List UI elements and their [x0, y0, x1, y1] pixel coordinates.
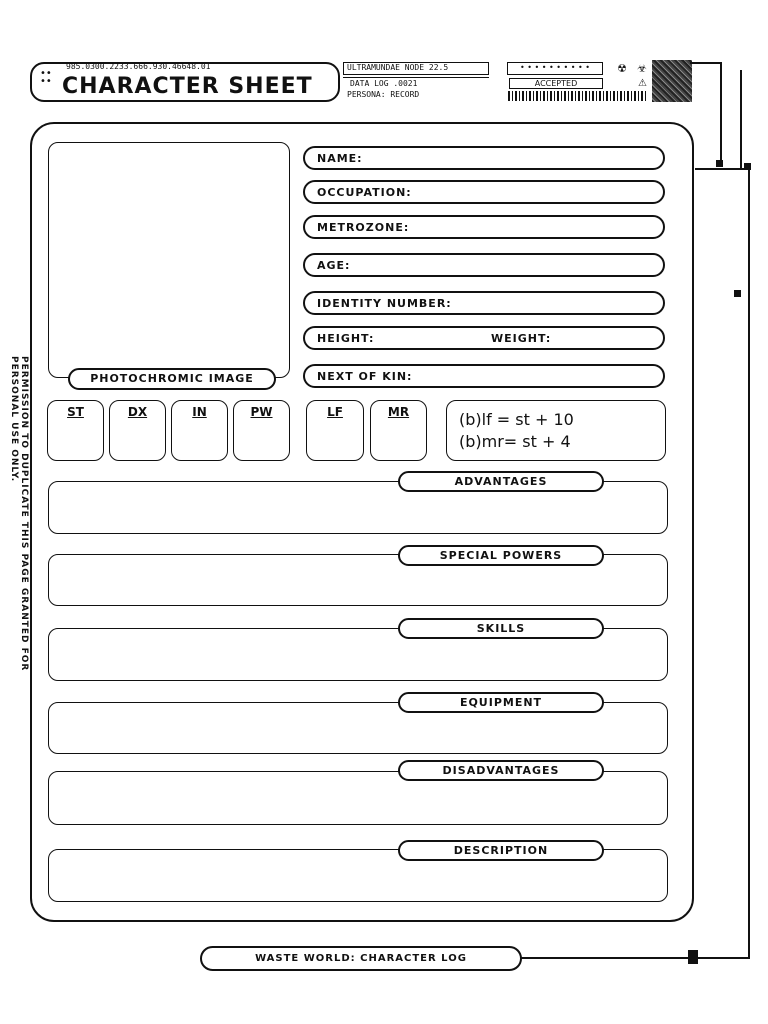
stat-label: IN [192, 405, 207, 419]
equipment-tab: EQUIPMENT [398, 692, 604, 713]
metrozone-label: METROZONE: [317, 221, 410, 234]
formula-box: (b)lf = st + 10 (b)mr= st + 4 [446, 400, 666, 461]
status-badge: ACCEPTED [509, 78, 603, 89]
height-label: HEIGHT: [317, 332, 375, 345]
special-powers-section[interactable] [48, 554, 668, 606]
header-node: ULTRAMUNDAE NODE 22.5 [347, 63, 449, 72]
stat-box-dx[interactable]: DX [109, 400, 166, 461]
stat-label: PW [250, 405, 273, 419]
header-code: 985.0300.2233.666.930.46648.01 [66, 62, 211, 71]
status-label: ACCEPTED [534, 79, 578, 88]
circuit-node [716, 160, 723, 167]
header-node-box [343, 62, 489, 75]
section-title: DESCRIPTION [453, 844, 549, 857]
stat-box-mr[interactable]: MR [370, 400, 427, 461]
header-title: CHARACTER SHEET [62, 74, 313, 99]
advantages-section[interactable] [48, 481, 668, 534]
section-title: DISADVANTAGES [442, 764, 560, 777]
disadvantages-tab: DISADVANTAGES [398, 760, 604, 781]
kin-label: NEXT OF KIN: [317, 370, 413, 383]
noise-image [652, 60, 692, 102]
skills-section[interactable] [48, 628, 668, 681]
section-title: SPECIAL POWERS [439, 549, 563, 562]
warning-icon: ⚠ [638, 78, 647, 89]
age-field[interactable]: AGE: [303, 253, 665, 277]
stat-box-st[interactable]: ST [47, 400, 104, 461]
circuit-line [748, 168, 750, 958]
disadvantages-section[interactable] [48, 771, 668, 825]
skills-tab: SKILLS [398, 618, 604, 639]
photo-label-tab: PHOTOCHROMIC IMAGE [68, 368, 276, 390]
header-divider [343, 77, 489, 78]
header-dots: •• •• [40, 68, 52, 87]
circuit-line [695, 168, 750, 170]
photo-box [48, 142, 290, 378]
section-title: EQUIPMENT [459, 696, 543, 709]
age-label: AGE: [317, 259, 351, 272]
identity-label: IDENTITY NUMBER: [317, 297, 452, 310]
sheet-frame [30, 122, 694, 922]
radiation-icon: ☢ [617, 62, 627, 75]
header-dot-box: • • • • • • • • • • [507, 62, 603, 75]
equipment-section[interactable] [48, 702, 668, 754]
permission-note: PERMISSION TO DUPLICATE THIS PAGE GRANTE… [9, 356, 29, 672]
stat-label: LF [327, 405, 343, 419]
weight-label: WEIGHT: [491, 332, 552, 345]
stat-label: ST [67, 405, 84, 419]
circuit-line [520, 957, 750, 959]
advantages-tab: ADVANTAGES [398, 471, 604, 492]
stat-label: DX [127, 405, 148, 419]
kin-field[interactable]: NEXT OF KIN: [303, 364, 665, 388]
circuit-line [690, 62, 720, 64]
circuit-node [688, 950, 698, 964]
name-label: NAME: [317, 152, 363, 165]
stat-box-lf[interactable]: LF [306, 400, 364, 461]
description-tab: DESCRIPTION [398, 840, 604, 861]
circuit-node [734, 290, 741, 297]
stat-label: MR [387, 405, 410, 419]
description-section[interactable] [48, 849, 668, 902]
occupation-field[interactable]: OCCUPATION: [303, 180, 665, 204]
name-field[interactable]: NAME: [303, 146, 665, 170]
footer-tab: WASTE WORLD: CHARACTER LOG [200, 946, 522, 971]
barcode [508, 91, 648, 101]
metrozone-field[interactable]: METROZONE: [303, 215, 665, 239]
formula-mr: (b)mr= st + 4 [459, 432, 571, 451]
header-frame [30, 62, 340, 102]
footer-label: WASTE WORLD: CHARACTER LOG [255, 953, 467, 964]
height-weight-field[interactable]: HEIGHT: WEIGHT: [303, 326, 665, 350]
identity-field[interactable]: IDENTITY NUMBER: [303, 291, 665, 315]
section-title: SKILLS [476, 622, 526, 635]
occupation-label: OCCUPATION: [317, 186, 412, 199]
circuit-node [744, 163, 751, 170]
biohazard-icon: ☣ [637, 62, 647, 75]
photo-label: PHOTOCHROMIC IMAGE [90, 372, 254, 385]
special-powers-tab: SPECIAL POWERS [398, 545, 604, 566]
section-title: ADVANTAGES [454, 475, 548, 488]
circuit-line [740, 70, 742, 170]
circuit-line [720, 62, 722, 162]
header-data-log: DATA LOG .0021 [350, 79, 418, 88]
stat-box-pw[interactable]: PW [233, 400, 290, 461]
header-persona: PERSONA: RECORD [347, 90, 420, 99]
formula-lf: (b)lf = st + 10 [459, 410, 574, 429]
stat-box-in[interactable]: IN [171, 400, 228, 461]
